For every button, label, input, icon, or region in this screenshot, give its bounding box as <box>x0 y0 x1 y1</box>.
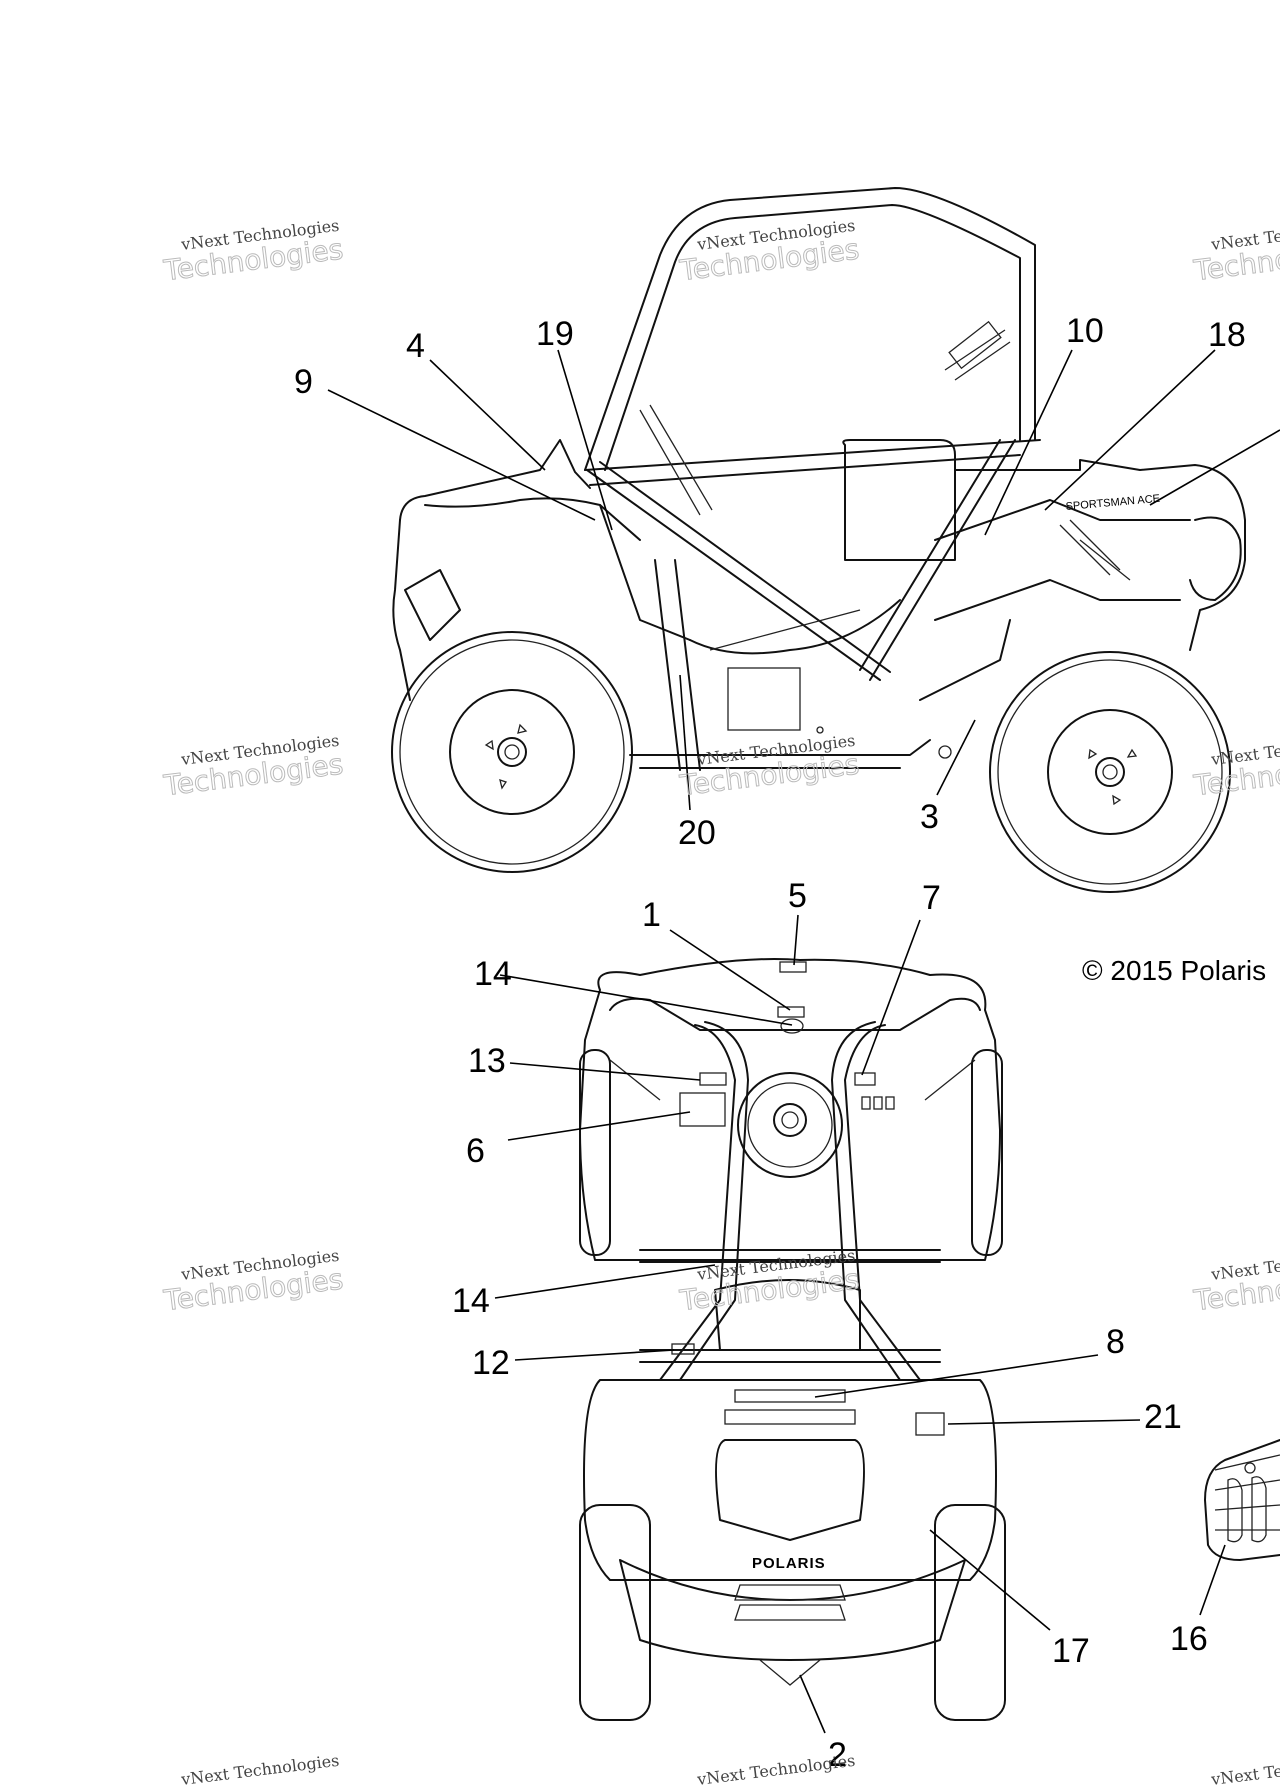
callout-numbers: 9 4 19 10 18 20 3 1 5 7 14 13 6 14 12 8 … <box>294 312 1246 1774</box>
callout-17: 17 <box>1052 1632 1090 1670</box>
watermarks: vNext Technologies Technologies vNext Te… <box>161 216 1280 1789</box>
seat <box>714 1279 861 1351</box>
callout-4: 4 <box>406 327 425 365</box>
callout-5: 5 <box>788 877 807 915</box>
side-view-vehicle: SPORTSMAN ACE <box>391 187 1246 893</box>
callout-3: 3 <box>920 798 939 836</box>
callout-18: 18 <box>1208 316 1246 354</box>
front-wheel <box>391 631 633 873</box>
watermark: vNext Technologies <box>1209 1751 1280 1789</box>
callout-8: 8 <box>1106 1323 1125 1361</box>
callout-7: 7 <box>922 879 941 917</box>
roll-cage <box>584 187 1036 471</box>
top-view-vehicle: POLARIS <box>579 958 1006 1721</box>
callout-20: 20 <box>678 814 716 852</box>
rear-left-tire <box>579 1504 651 1721</box>
watermark: vNext Technologies <box>695 1751 856 1789</box>
callout-19: 19 <box>536 315 574 353</box>
copyright-notice: © 2015 Polaris <box>1082 955 1267 986</box>
callout-6: 6 <box>466 1132 485 1170</box>
callout-2: 2 <box>828 1736 847 1774</box>
front-door-frame <box>654 559 681 771</box>
watermark: vNext Technologies <box>179 1751 340 1789</box>
callout-12: 12 <box>472 1344 510 1382</box>
sportsman-ace-decal: SPORTSMAN ACE <box>1065 493 1160 513</box>
decal-6-area <box>679 1092 726 1127</box>
leader-lines <box>327 349 1280 1734</box>
callout-14-top: 14 <box>474 955 512 993</box>
callout-13: 13 <box>468 1042 506 1080</box>
decal-12-area <box>671 1343 695 1355</box>
callout-1: 1 <box>642 896 661 934</box>
callout-16: 16 <box>1170 1620 1208 1658</box>
steering-wheel <box>737 1072 843 1178</box>
callout-10: 10 <box>1066 312 1104 350</box>
detail-view-partial <box>1204 1439 1280 1561</box>
callout-21: 21 <box>1144 1398 1182 1436</box>
front-hood <box>579 958 1001 1261</box>
callout-9: 9 <box>294 363 313 401</box>
decal-21-area <box>915 1412 945 1436</box>
rear-wheel <box>989 651 1231 893</box>
decal-5-area <box>779 961 807 973</box>
rear-body <box>583 1379 997 1581</box>
polaris-brand-mark: POLARIS <box>752 1555 826 1572</box>
callout-14-bottom: 14 <box>452 1282 490 1320</box>
rear-right-tire <box>934 1504 1006 1721</box>
